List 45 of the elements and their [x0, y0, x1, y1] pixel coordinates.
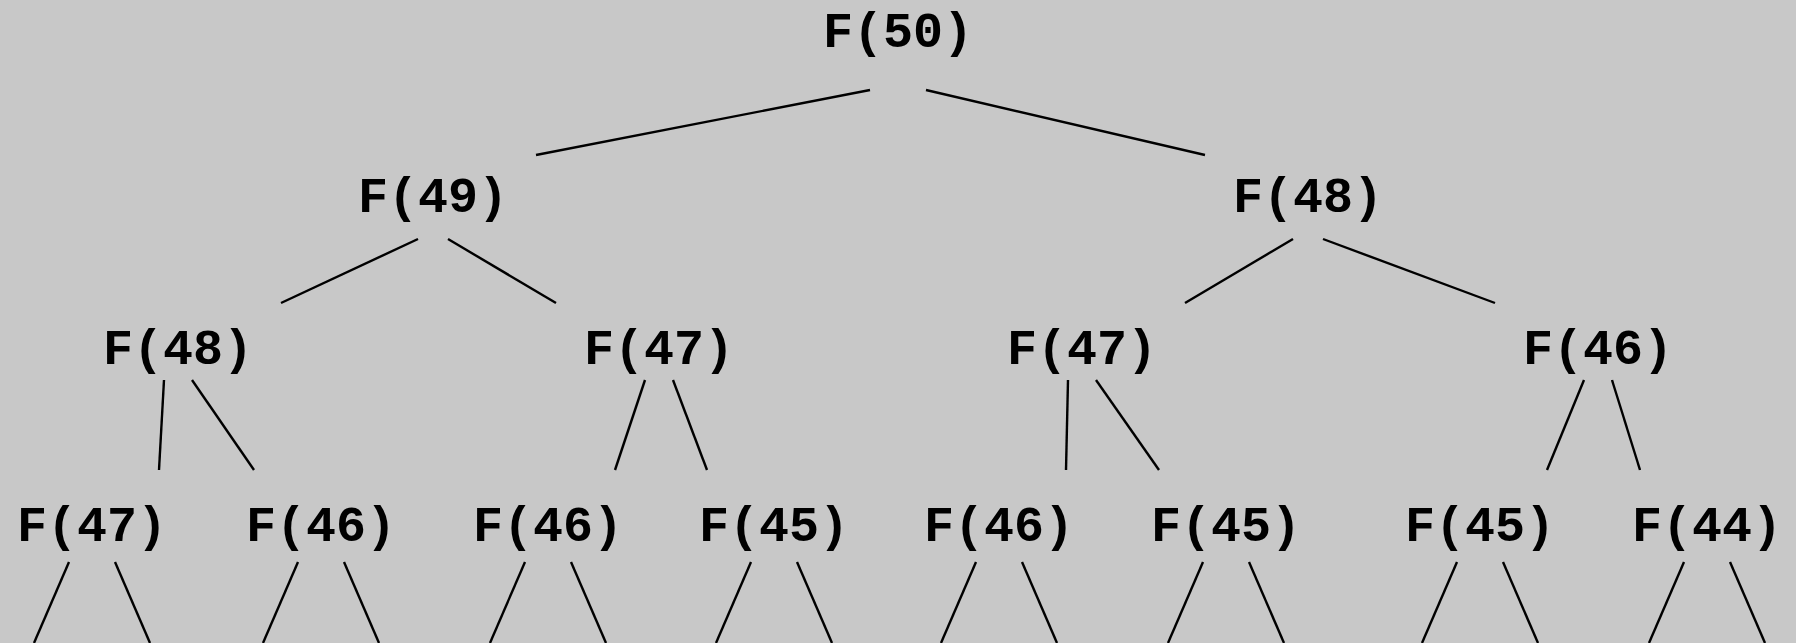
tree-branch-line: [714, 561, 753, 643]
node-label: F(48): [103, 322, 253, 379]
node-label: F(47): [17, 499, 167, 556]
tree-branch-line: [32, 561, 71, 643]
node-label: F(45): [1405, 499, 1555, 556]
tree-branch-line: [671, 379, 709, 471]
tree-branch-line: [1610, 379, 1642, 471]
tree-branch-line: [535, 88, 871, 157]
tree-branch-line: [1420, 561, 1459, 643]
node-label: F(46): [246, 499, 396, 556]
node-label: F(48): [1233, 170, 1383, 227]
tree-branch-line: [613, 379, 647, 471]
tree-branch-line: [1064, 379, 1070, 471]
tree-branch-line: [1095, 379, 1160, 471]
tree-branch-line: [261, 561, 300, 643]
tree-branch-line: [1020, 561, 1059, 643]
node-label: F(45): [699, 499, 849, 556]
node-label: F(50): [823, 5, 973, 62]
tree-branch-line: [342, 561, 381, 643]
node-label: F(45): [1151, 499, 1301, 556]
node-label: F(46): [924, 499, 1074, 556]
tree-branch-line: [1728, 561, 1767, 643]
node-label: F(49): [358, 170, 508, 227]
tree-branch-line: [157, 379, 166, 471]
tree-branch-line: [795, 561, 834, 643]
tree-branch-line: [925, 88, 1206, 157]
node-label: F(46): [473, 499, 623, 556]
node-label: F(47): [1007, 322, 1157, 379]
tree-branch-line: [1501, 561, 1540, 643]
tree-branch-line: [1545, 379, 1586, 471]
node-label: F(47): [584, 322, 734, 379]
tree-branch-line: [1184, 237, 1294, 305]
tree-branch-line: [447, 237, 557, 305]
node-label: F(44): [1632, 499, 1782, 556]
tree-branch-line: [280, 237, 419, 305]
tree-branch-line: [1647, 561, 1686, 643]
tree-branch-line: [1247, 561, 1286, 643]
tree-branch-line: [569, 561, 608, 643]
tree-branch-line: [113, 561, 152, 643]
node-label: F(46): [1523, 322, 1673, 379]
tree-branch-line: [1322, 237, 1496, 305]
tree-branch-line: [488, 561, 527, 643]
tree-branch-line: [191, 379, 255, 471]
tree-branch-line: [1166, 561, 1205, 643]
tree-branch-line: [939, 561, 978, 643]
